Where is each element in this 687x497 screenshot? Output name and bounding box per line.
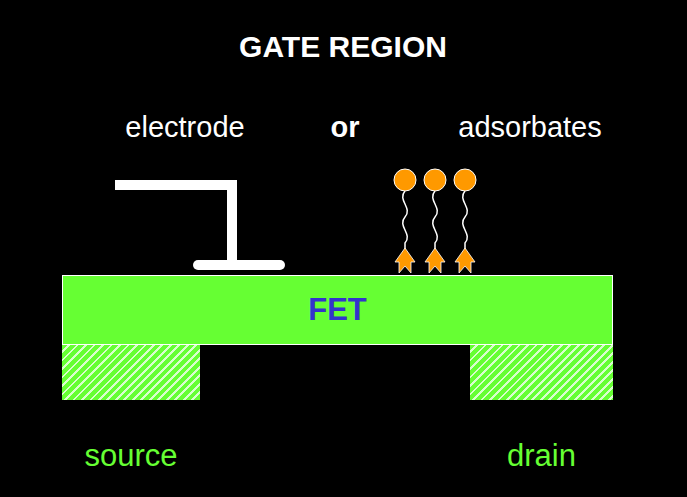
diagram-title: GATE REGION <box>239 30 447 63</box>
molecule-head <box>424 169 446 191</box>
fet-channel: FET <box>62 275 613 345</box>
molecule-chain <box>403 191 408 250</box>
source-contact: source <box>62 345 200 400</box>
molecule <box>394 169 416 273</box>
electrode-foot <box>198 260 280 270</box>
molecule-anchor <box>395 248 415 273</box>
region-label: electrode <box>125 112 244 144</box>
electrode-arm <box>115 185 232 262</box>
device-label: FET <box>308 292 367 328</box>
conjunction-label: or <box>331 112 360 144</box>
molecule-head <box>394 169 416 191</box>
drain-contact: drain <box>470 345 613 400</box>
molecule-chain <box>463 191 468 250</box>
molecule <box>424 169 446 273</box>
molecule-head <box>454 169 476 191</box>
molecule-anchor <box>455 248 475 273</box>
molecule-anchor <box>425 248 445 273</box>
adsorbate-molecules <box>394 169 476 273</box>
molecule <box>454 169 476 273</box>
terminal-label: source <box>84 438 177 474</box>
molecule-chain <box>433 191 438 250</box>
region-label: adsorbates <box>458 112 602 144</box>
electrode-symbol <box>115 185 280 265</box>
terminal-label: drain <box>507 438 576 474</box>
